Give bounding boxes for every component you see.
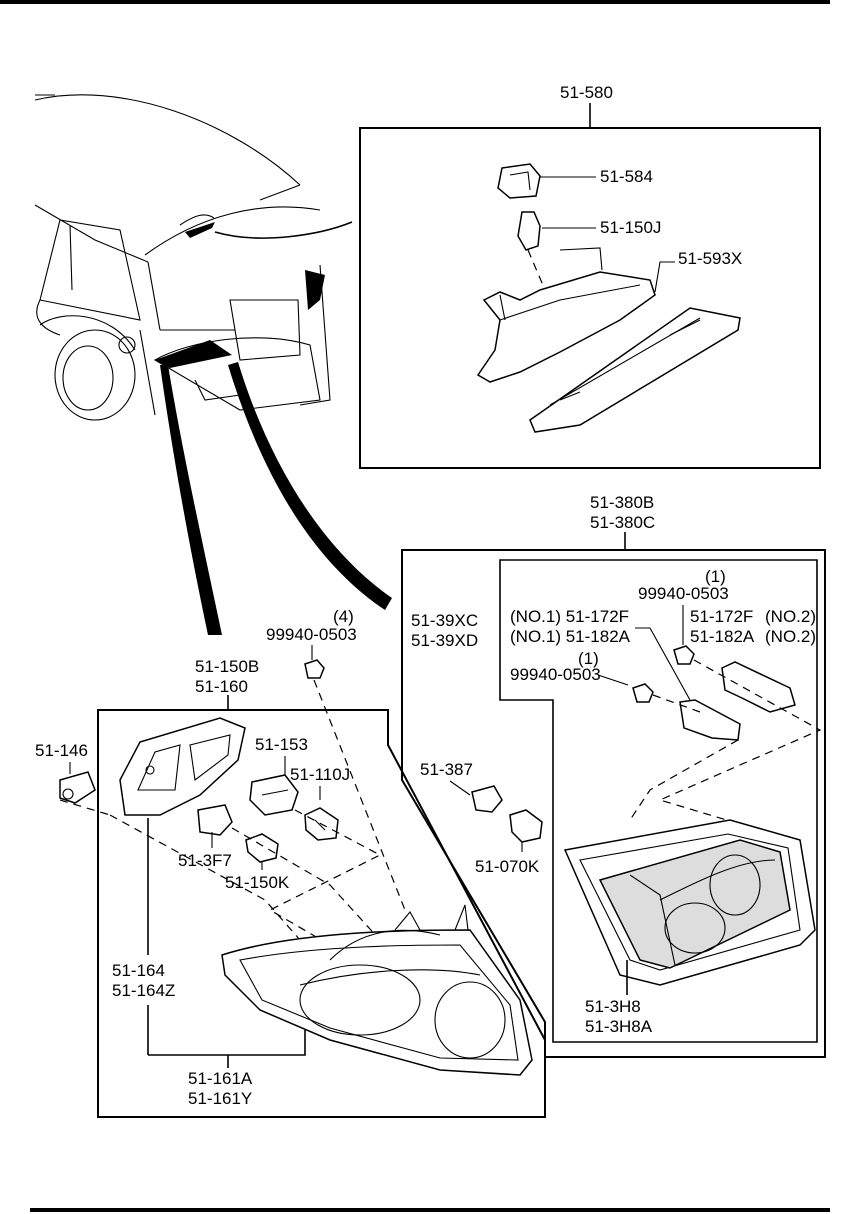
nut-part: [673, 645, 695, 665]
callout-51-161A: 51-161A: [188, 1069, 253, 1088]
bottom-border: [30, 1208, 830, 1212]
bracket-part: [679, 699, 741, 741]
callout-51-380B: 51-380B: [590, 493, 654, 512]
outer-lamp-group: 51-150B 51-160 (4) 99940-0503 51-146 51-…: [35, 607, 546, 1118]
callout-51-110J: 51-110J: [290, 765, 350, 784]
callout-51-146: 51-146: [35, 741, 88, 760]
callout-51-150J: 51-150J: [600, 218, 661, 237]
callout-qty-1b: (1): [578, 649, 599, 668]
callout-51-580: 51-580: [560, 83, 613, 102]
callout-51-3H8A: 51-3H8A: [585, 1017, 653, 1036]
callout-51-593X: 51-593X: [678, 249, 742, 268]
callout-no2-b: (NO.2): [765, 627, 816, 646]
callout-51-070K: 51-070K: [475, 857, 540, 876]
bulb-part: [517, 211, 541, 251]
bulb-socket-part: [249, 774, 299, 816]
callout-51-172F-no2: 51-172F: [690, 607, 753, 626]
callout-51-182A-no2: 51-182A: [690, 627, 755, 646]
outer-tail-lamp: [221, 929, 533, 1076]
callout-51-39XC: 51-39XC: [411, 611, 478, 630]
callout-51-3F7: 51-3F7: [178, 851, 232, 870]
callout-51-153: 51-153: [255, 735, 308, 754]
side-marker-group: 51-387 51-070K: [420, 760, 543, 876]
callout-qty-1a: (1): [705, 567, 726, 586]
inner-lamp-unit: [598, 839, 791, 969]
callout-51-387: 51-387: [420, 760, 473, 779]
lamp-housing-part: [476, 271, 656, 383]
callout-51-164: 51-164: [112, 961, 165, 980]
callout-51-150K: 51-150K: [225, 873, 290, 892]
bulb-part: [245, 833, 279, 863]
callout-no2-a: (NO.2): [765, 607, 816, 626]
callout-99940-0503-b: 99940-0503: [510, 665, 601, 684]
nut-part: [304, 659, 325, 679]
callout-51-3H8: 51-3H8: [585, 997, 641, 1016]
nut-part: [632, 683, 654, 703]
callout-99940-0503-c: 99940-0503: [266, 625, 357, 644]
high-mount-lamp-group: 51-580 51-584 51-150J 51-593X: [359, 83, 821, 469]
callout-51-172F-no1: (NO.1) 51-172F: [510, 607, 629, 626]
callout-51-39XD: 51-39XD: [411, 631, 478, 650]
gasket-part: [119, 717, 246, 816]
callout-51-380C: 51-380C: [590, 513, 655, 532]
lens-part: [529, 307, 741, 433]
bulb-part: [509, 809, 543, 843]
bulb-socket-part: [471, 785, 503, 813]
callout-51-161Y: 51-161Y: [188, 1089, 252, 1108]
inner-lamp-group: 51-380B 51-380C 51-39XC 51-39XD (1) 9994…: [401, 493, 826, 1058]
callout-qty-4: (4): [333, 607, 354, 626]
callout-51-160: 51-160: [195, 677, 248, 696]
bulb-socket-part: [59, 771, 96, 804]
callout-51-584: 51-584: [600, 167, 653, 186]
callout-51-182A-no1: (NO.1) 51-182A: [510, 627, 631, 646]
socket-part: [497, 163, 541, 199]
vehicle-illustration: [34, 94, 392, 635]
top-border: [0, 0, 830, 4]
callout-99940-0503-a: 99940-0503: [638, 584, 729, 603]
bracket-part: [721, 661, 796, 713]
bulb-socket-part: [197, 804, 233, 836]
callout-51-150B: 51-150B: [195, 657, 259, 676]
callout-51-164Z: 51-164Z: [112, 981, 175, 1000]
